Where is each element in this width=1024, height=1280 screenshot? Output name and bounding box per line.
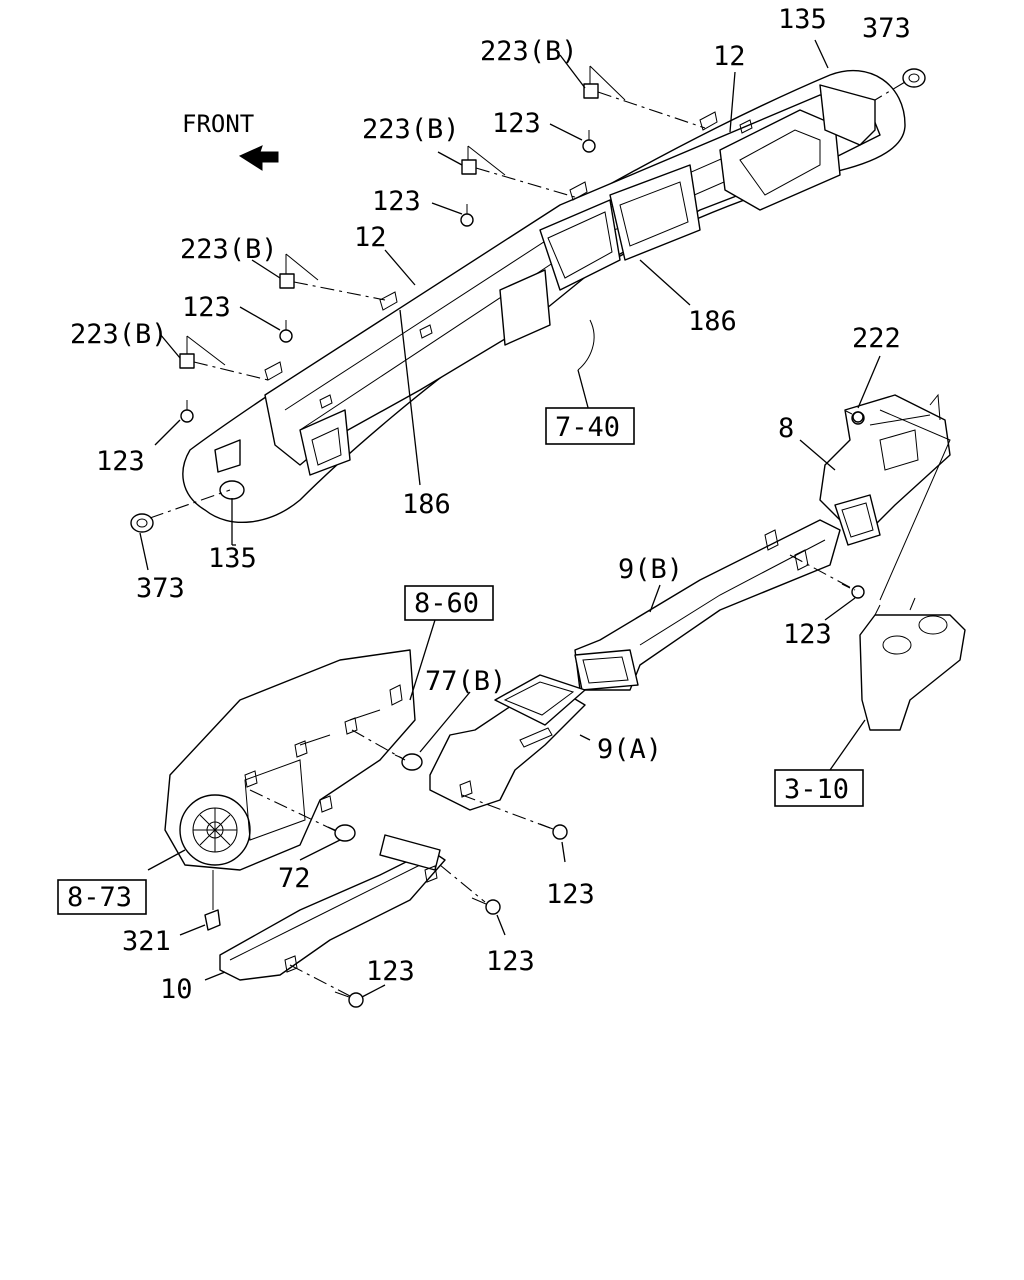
screw-123-4 (180, 400, 194, 423)
clip-321 (204, 909, 221, 931)
grommet-373-top (902, 68, 926, 88)
defroster-duct-assembly (214, 84, 881, 545)
label-373-bottom: 373 (136, 573, 185, 604)
bracket-3-10 (859, 597, 966, 731)
label-135-top: 135 (778, 4, 827, 35)
label-373-top: 373 (862, 13, 911, 44)
label-123-2: 123 (372, 186, 421, 217)
label-8: 8 (778, 413, 794, 444)
screw-123-5 (841, 583, 865, 599)
label-123-5: 123 (783, 619, 832, 650)
label-223b-2: 223(B) (362, 114, 460, 145)
screw-123-7 (471, 897, 501, 915)
ref-8-73-label: 8-73 (67, 882, 132, 913)
screw-123-6 (539, 823, 568, 840)
screw-123-1 (582, 130, 596, 153)
clip-223b-2 (461, 159, 477, 175)
ref-box-8-60[interactable]: 8-60 (404, 585, 494, 621)
label-123-3: 123 (182, 292, 231, 323)
label-123-4: 123 (96, 446, 145, 477)
right-leader-lines (649, 355, 951, 771)
ref-3-10-label: 3-10 (784, 774, 849, 805)
screw-222 (845, 410, 864, 423)
clip-223b-1 (583, 83, 599, 99)
front-label: FRONT (182, 110, 254, 138)
side-duct-8 (819, 393, 951, 546)
label-186-right: 186 (688, 306, 737, 337)
label-123-7: 123 (486, 946, 535, 977)
label-123-6: 123 (546, 879, 595, 910)
label-186-mid: 186 (402, 489, 451, 520)
duct-9b (574, 519, 841, 691)
label-123-1: 123 (492, 108, 541, 139)
ref-box-7-40[interactable]: 7-40 (545, 407, 635, 445)
label-12-mid: 12 (354, 222, 387, 253)
label-123-8: 123 (366, 956, 415, 987)
dashline-373-top (874, 81, 906, 101)
ref-box-8-73[interactable]: 8-73 (57, 879, 147, 915)
label-223b-3: 223(B) (180, 234, 278, 265)
heater-unit-8-73 (164, 649, 416, 871)
label-10: 10 (160, 974, 193, 1005)
ref-box-3-10[interactable]: 3-10 (774, 769, 864, 807)
label-77b: 77(B) (425, 666, 506, 697)
clip-223b-3 (279, 273, 295, 289)
screw-77b (394, 753, 423, 771)
label-135-bottom: 135 (208, 543, 257, 574)
label-223b-1: 223(B) (480, 36, 578, 67)
label-321: 321 (122, 926, 171, 957)
lower-leader-lines (147, 619, 591, 998)
label-223b-4: 223(B) (70, 319, 168, 350)
ref-8-60-label: 8-60 (414, 588, 479, 619)
duct-10 (219, 834, 446, 981)
screw-72 (327, 824, 356, 842)
screw-123-8 (334, 991, 364, 1008)
label-222: 222 (852, 323, 901, 354)
label-9b: 9(B) (618, 554, 683, 585)
duct-9a (429, 674, 586, 811)
label-72: 72 (278, 863, 311, 894)
ref-7-40-label: 7-40 (555, 412, 620, 443)
label-12-top: 12 (713, 41, 746, 72)
screw-123-3 (279, 320, 293, 343)
label-9a: 9(A) (597, 734, 662, 765)
screw-123-2 (460, 204, 474, 227)
grommet-373-bottom (130, 513, 154, 533)
front-arrow-icon (238, 145, 279, 171)
upper-leader-lines (139, 39, 829, 571)
clip-223b-4 (179, 353, 195, 369)
